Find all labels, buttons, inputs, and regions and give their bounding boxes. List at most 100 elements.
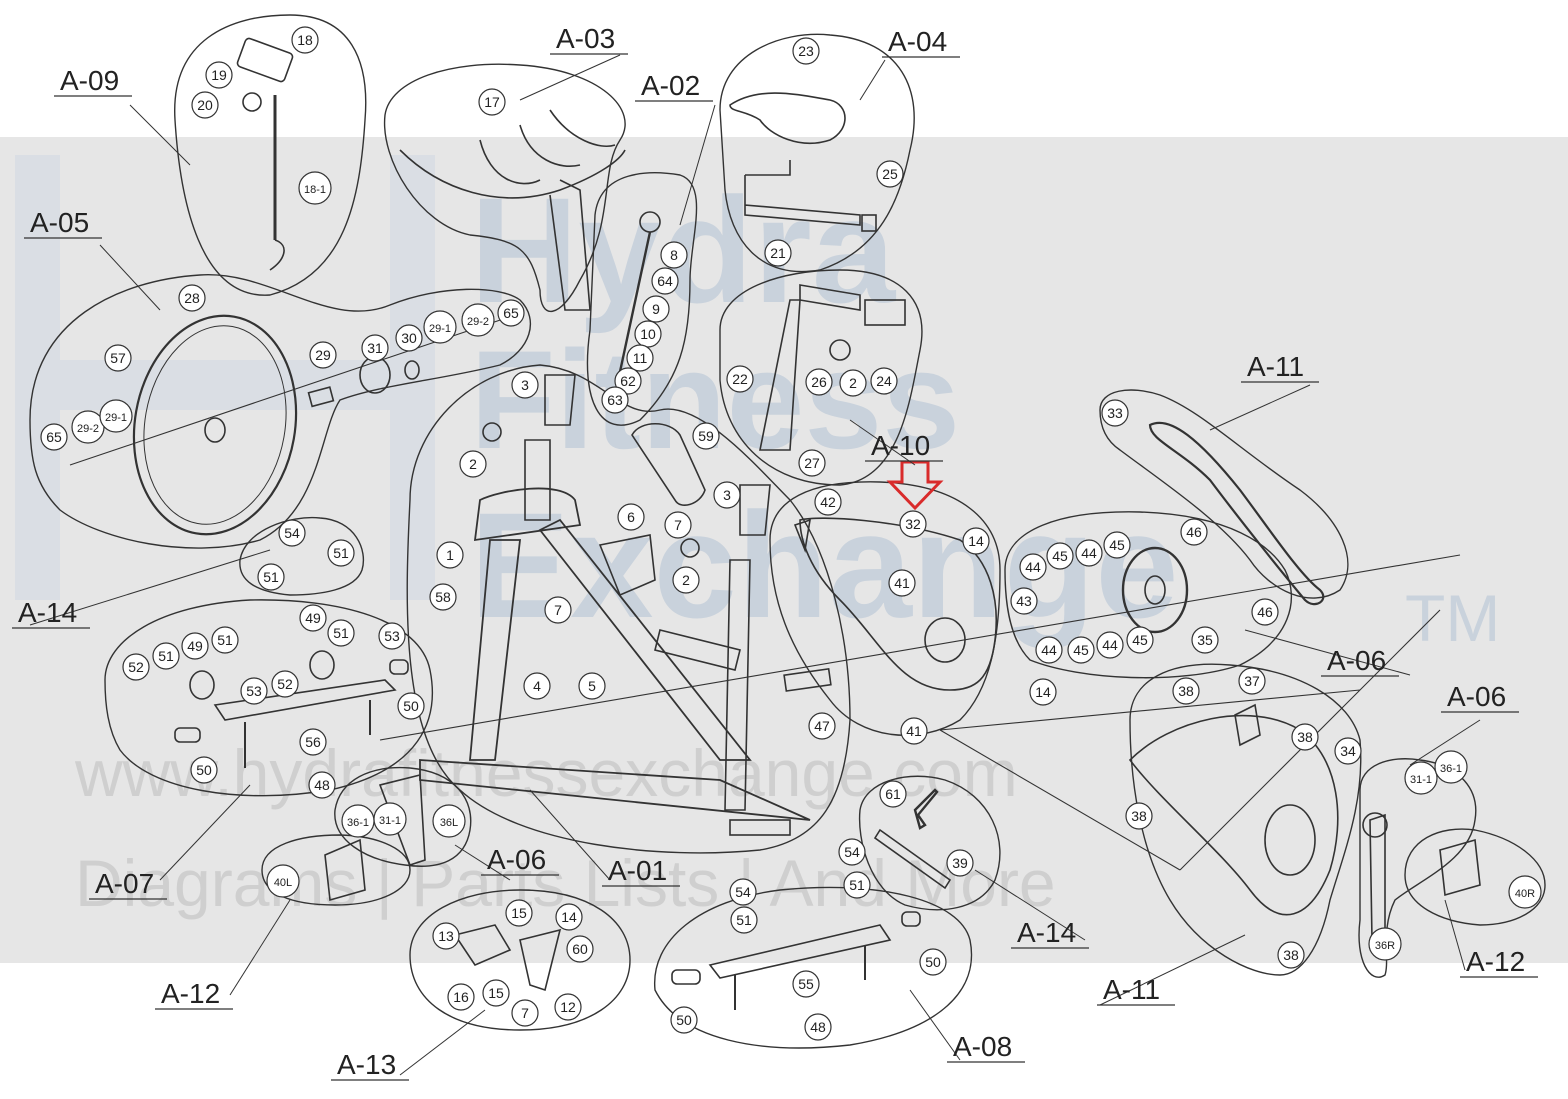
drive-pulley-hub bbox=[1144, 575, 1166, 605]
group-label-a-06: A-06 bbox=[487, 844, 546, 875]
outline-a12-left bbox=[261, 834, 411, 906]
watermark-logo-mark bbox=[15, 155, 435, 600]
callout-circle bbox=[1180, 518, 1208, 546]
callout-circle bbox=[1019, 553, 1047, 581]
callout-circle bbox=[1404, 761, 1438, 795]
callout-49: 49 bbox=[181, 632, 209, 660]
callout-2: 2 bbox=[672, 566, 700, 594]
callout-label: 19 bbox=[211, 67, 227, 83]
callout-40R: 40R bbox=[1508, 875, 1542, 909]
callout-label: 65 bbox=[503, 305, 519, 321]
callout-label: 9 bbox=[652, 301, 660, 317]
crank-arm-left bbox=[378, 773, 426, 867]
callout-2: 2 bbox=[459, 450, 487, 478]
callout-label: 23 bbox=[798, 43, 814, 59]
callout-circle bbox=[397, 692, 425, 720]
callout-41: 41 bbox=[900, 717, 928, 745]
callout-label: 26 bbox=[811, 374, 827, 390]
callout-circle bbox=[946, 849, 974, 877]
callout-label: 37 bbox=[1244, 673, 1260, 689]
allen-key-61 bbox=[913, 788, 939, 830]
callout-circle bbox=[1251, 598, 1279, 626]
callout-label: 16 bbox=[453, 989, 469, 1005]
callout-31-1: 31-1 bbox=[1404, 761, 1438, 795]
callout-circle bbox=[190, 756, 218, 784]
callout-label: 38 bbox=[1131, 808, 1147, 824]
callout-circle bbox=[432, 922, 460, 950]
callout-36R: 36R bbox=[1368, 927, 1402, 961]
group-label-a-14: A-14 bbox=[18, 597, 77, 628]
flywheel-inner-rim bbox=[143, 325, 287, 525]
outline-a08 bbox=[654, 886, 973, 1049]
callout-circle bbox=[447, 983, 475, 1011]
outline-a12-right bbox=[1404, 828, 1546, 926]
callout-label: 45 bbox=[1073, 642, 1089, 658]
group-label-a-10: A-10 bbox=[871, 430, 930, 461]
callout-circle bbox=[104, 344, 132, 372]
callout-57: 57 bbox=[104, 344, 132, 372]
group-label-a-09: A-09 bbox=[60, 65, 119, 96]
callout-label: 53 bbox=[384, 628, 400, 644]
callout-label: 2 bbox=[682, 572, 690, 588]
callout-label: 45 bbox=[1132, 632, 1148, 648]
callout-label: 31-1 bbox=[379, 815, 401, 827]
callout-62: 62 bbox=[614, 367, 642, 395]
group-label-a-14: A-14 bbox=[1017, 917, 1076, 948]
callout-circle bbox=[672, 566, 700, 594]
callout-circle bbox=[1035, 636, 1063, 664]
outline-a05 bbox=[29, 274, 531, 549]
leader-lines bbox=[29, 54, 1481, 1076]
callout-label: 7 bbox=[554, 602, 562, 618]
group-label-a-07: A-07 bbox=[95, 868, 154, 899]
callout-14: 14 bbox=[555, 903, 583, 931]
callout-circle bbox=[876, 160, 904, 188]
callout-38: 38 bbox=[1172, 677, 1200, 705]
callout-53: 53 bbox=[240, 677, 268, 705]
callout-51: 51 bbox=[257, 563, 285, 591]
callout-label: 51 bbox=[158, 648, 174, 664]
callout-circle bbox=[309, 341, 337, 369]
callout-circle bbox=[614, 367, 642, 395]
callout-label: 29-2 bbox=[467, 316, 489, 328]
callout-circle bbox=[299, 728, 327, 756]
callout-label: 44 bbox=[1041, 642, 1057, 658]
callout-label: 45 bbox=[1052, 548, 1068, 564]
callout-label: 29 bbox=[315, 347, 331, 363]
callout-circle bbox=[291, 26, 319, 54]
callout-label: 36-1 bbox=[1440, 763, 1462, 775]
seat-knob bbox=[829, 339, 851, 361]
group-label-a-06: A-06 bbox=[1447, 681, 1506, 712]
callout-label: 14 bbox=[968, 533, 984, 549]
callout-16: 16 bbox=[447, 983, 475, 1011]
outline-a11-cover bbox=[1129, 663, 1362, 976]
callout-label: 58 bbox=[435, 589, 451, 605]
drive-belt-33 bbox=[1148, 421, 1325, 606]
callout-label: 65 bbox=[46, 429, 62, 445]
group-label-a-08: A-08 bbox=[953, 1031, 1012, 1062]
outline-a14-left bbox=[239, 516, 364, 596]
callout-53: 53 bbox=[378, 622, 406, 650]
callout-27: 27 bbox=[798, 449, 826, 477]
callout-22: 22 bbox=[726, 365, 754, 393]
brake-arm-12 bbox=[519, 928, 562, 992]
callout-28: 28 bbox=[178, 284, 206, 312]
callout-circle bbox=[651, 267, 679, 295]
callout-circle bbox=[1434, 750, 1468, 784]
callout-circle bbox=[257, 563, 285, 591]
callout-49: 49 bbox=[299, 604, 327, 632]
callout-circle bbox=[1067, 636, 1095, 664]
callout-circle bbox=[1172, 677, 1200, 705]
frame-base bbox=[729, 819, 791, 836]
callout-circle bbox=[178, 284, 206, 312]
callout-circle bbox=[191, 91, 219, 119]
callout-51: 51 bbox=[211, 626, 239, 654]
wheel-49-left bbox=[189, 670, 215, 700]
handlebar-post bbox=[549, 179, 591, 311]
callout-circle bbox=[554, 993, 582, 1021]
callout-48: 48 bbox=[308, 771, 336, 799]
callout-circle bbox=[327, 539, 355, 567]
callout-label: 4 bbox=[533, 678, 541, 694]
callout-circle bbox=[99, 399, 133, 433]
callout-label: 18 bbox=[297, 32, 313, 48]
callout-50: 50 bbox=[919, 948, 947, 976]
